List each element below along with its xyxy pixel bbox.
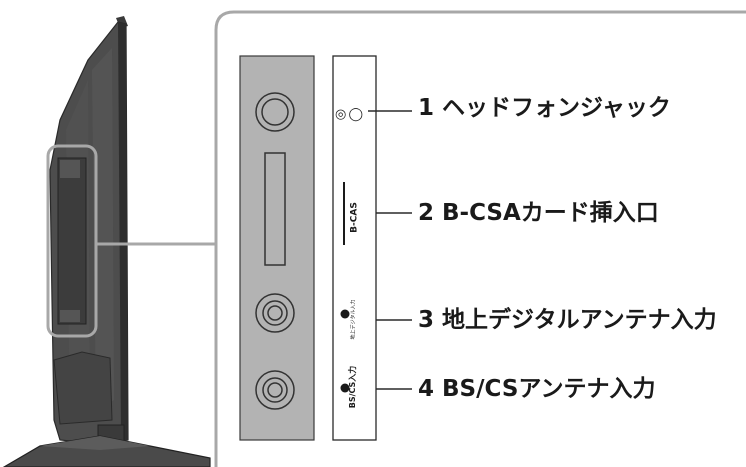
callout-terrestrial-antenna: 3 地上デジタルアンテナ入力 bbox=[418, 309, 717, 332]
bscs-dot bbox=[340, 383, 350, 393]
terrestrial-dot bbox=[340, 309, 350, 319]
terrestrial-panel-label: 地上デジタル入力 bbox=[350, 299, 357, 340]
bcas-panel-label: B-CAS bbox=[349, 202, 360, 233]
callout-headphone-jack: 1 ヘッドフォンジャック bbox=[418, 97, 671, 120]
callout-label: ヘッドフォンジャック bbox=[442, 95, 671, 121]
callout-card-slot: 2 B-CSAカード挿入口 bbox=[418, 202, 659, 225]
callout-bscs-antenna: 4 BS/CSアンテナ入力 bbox=[418, 378, 655, 401]
callout-number: 1 bbox=[418, 95, 435, 121]
callout-label: 地上デジタルアンテナ入力 bbox=[442, 307, 717, 333]
headphone-icon: ◎ ◯ bbox=[335, 107, 363, 122]
tv-side-view bbox=[2, 16, 211, 467]
enlarged-side-panel bbox=[239, 55, 315, 441]
side-terminal-highlight bbox=[46, 144, 98, 338]
callout-number: 3 bbox=[418, 307, 435, 333]
zoom-frame bbox=[214, 10, 746, 467]
callout-number: 4 bbox=[418, 376, 435, 402]
callout-label: B-CSAカード挿入口 bbox=[442, 200, 659, 226]
callout-leaders bbox=[368, 110, 412, 390]
bscs-panel-label: BS/CS入力 bbox=[348, 365, 357, 409]
callout-label: BS/CSアンテナ入力 bbox=[442, 376, 656, 402]
label-panel bbox=[332, 55, 377, 441]
callout-number: 2 bbox=[418, 200, 435, 226]
